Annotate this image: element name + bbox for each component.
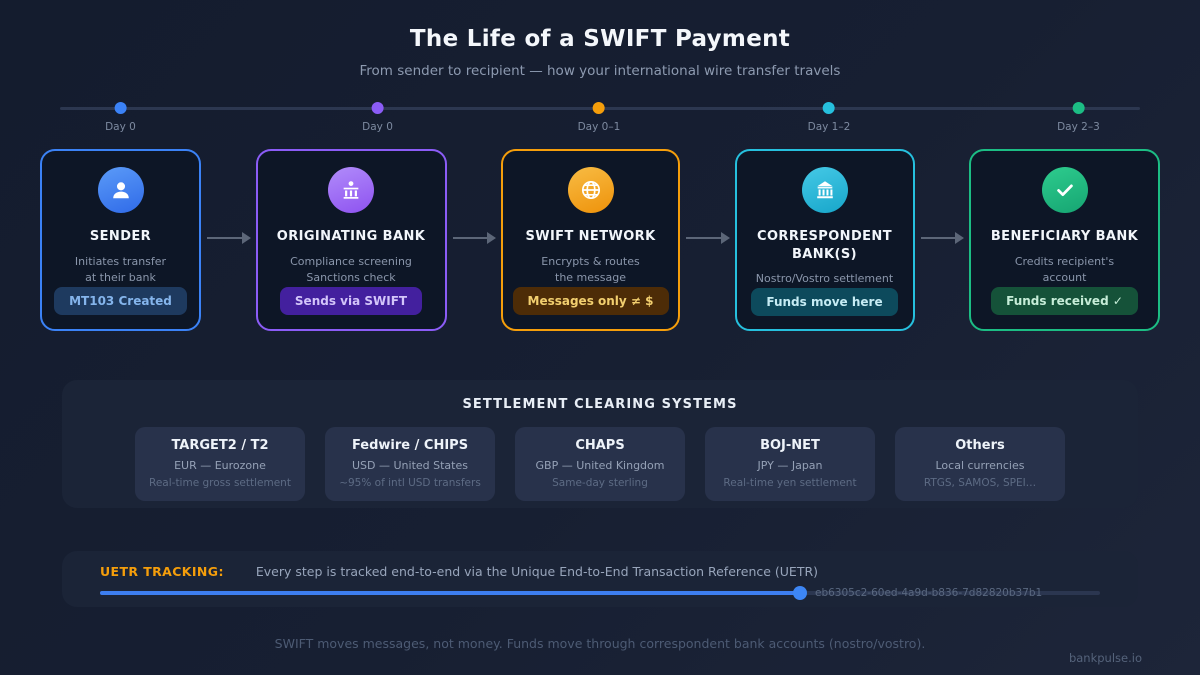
uetr-tracking-label: UETR TRACKING: [100,564,224,579]
clearing-system-currency: USD — United States [352,459,468,472]
timeline-day-label: Day 0 [362,121,393,133]
timeline-day-label: Day 2–3 [1057,121,1100,133]
clearing-system-name: BOJ-NET [760,438,820,453]
stage-card-correspondent-bank: CORRESPONDENT BANK(S) Nostro/Vostro sett… [734,149,915,331]
clearing-system-currency: JPY — Japan [757,459,823,472]
stage-card-sender: SENDER Initiates transfer at their bank … [40,149,201,331]
stage-badge: Messages only ≠ $ [512,286,669,315]
clearing-system-target2: TARGET2 / T2 EUR — Eurozone Real-time gr… [135,427,305,501]
stage-card-swift-network: SWIFT NETWORK Encrypts & routes the mess… [501,149,680,331]
user-icon [97,167,144,213]
timeline-dot [114,102,127,114]
clearing-system-currency: Local currencies [935,459,1025,472]
uetr-progress-bar: eb6305c2-60ed-4a9d-b836-7d82820b37b1 [100,586,1100,600]
footer-note: SWIFT moves messages, not money. Funds m… [274,636,926,651]
globe-icon [567,167,614,213]
page-title: The Life of a SWIFT Payment [409,26,791,52]
stage-description: Compliance screening Sanctions check [290,254,412,285]
timeline-day-label: Day 0 [105,121,136,133]
bank-icon [328,167,374,213]
timeline-stop-beneficiary-bank: Day 2–3 [1057,99,1100,133]
payment-flow: SENDER Initiates transfer at their bank … [40,149,1160,331]
timeline-dot [1072,102,1085,114]
clearing-system-currency: GBP — United Kingdom [535,459,665,472]
clearing-system-others: Others Local currencies RTGS, SAMOS, SPE… [895,427,1065,501]
stage-description: Initiates transfer at their bank [74,254,167,285]
timeline-stop-correspondent-bank: Day 1–2 [807,99,851,133]
page-header: The Life of a SWIFT Payment From sender … [0,0,1200,79]
clearing-system-name: Others [955,438,1005,453]
stage-title: ORIGINATING BANK [276,229,426,244]
clearing-system-note: ~95% of intl USD transfers [339,477,481,489]
uetr-progress-dot [793,586,807,600]
stage-badge: Sends via SWIFT [279,286,423,315]
clearing-systems-list: TARGET2 / T2 EUR — Eurozone Real-time gr… [62,427,1138,501]
stage-badge: Funds move here [751,287,898,316]
clearing-system-name: Fedwire / CHIPS [351,438,469,453]
clearing-system-note: Real-time yen settlement [723,477,857,489]
stage-card-originating-bank: ORIGINATING BANK Compliance screening Sa… [255,149,447,331]
clearing-system-note: Same-day sterling [552,477,648,489]
clearing-system-name: TARGET2 / T2 [171,438,269,453]
stage-description: Credits recipient's account [1014,254,1115,285]
timeline-stop-sender: Day 0 [105,99,136,133]
brand-watermark: bankpulse.io [1068,651,1142,665]
uetr-tracking-panel: UETR TRACKING: Every step is tracked end… [62,551,1138,607]
timeline-day-label: Day 0–1 [577,121,621,133]
timeline-dot [822,102,835,114]
stage-title: SENDER [89,229,152,244]
clearing-system-name: CHAPS [575,438,625,453]
uetr-progress-fill [100,591,800,595]
stage-title: SWIFT NETWORK [525,229,656,244]
timeline: Day 0 Day 0 Day 0–1 Day 1–2 Day 2–3 [60,99,1140,135]
flow-arrow [680,149,735,331]
uetr-tracking-text: Every step is tracked end-to-end via the… [255,564,819,579]
bank-columns-icon [801,167,848,213]
clearing-systems-heading: SETTLEMENT CLEARING SYSTEMS [462,397,738,412]
check-icon [1041,167,1088,213]
stage-badge: Funds received ✓ [991,286,1138,315]
flow-arrow [447,149,502,331]
page-subtitle: From sender to recipient — how your inte… [359,63,841,79]
stage-description: Encrypts & routes the message [541,254,640,285]
stage-badge: MT103 Created [54,286,187,315]
flow-arrow [201,149,256,331]
timeline-day-label: Day 1–2 [807,121,851,133]
timeline-stop-swift-network: Day 0–1 [577,99,621,133]
timeline-dot [592,102,605,114]
clearing-system-note: RTGS, SAMOS, SPEI… [923,477,1037,489]
stage-card-beneficiary-bank: BENEFICIARY BANK Credits recipient's acc… [969,149,1160,331]
flow-arrow [915,149,970,331]
timeline-dot [371,102,384,114]
clearing-system-currency: EUR — Eurozone [174,459,266,472]
stage-title: CORRESPONDENT BANK(S) [757,229,892,262]
stage-title: BENEFICIARY BANK [990,229,1139,244]
clearing-system-fedwire-chips: Fedwire / CHIPS USD — United States ~95%… [325,427,495,501]
uetr-reference-id: eb6305c2-60ed-4a9d-b836-7d82820b37b1 [815,587,1043,599]
clearing-system-boj-net: BOJ-NET JPY — Japan Real-time yen settle… [705,427,875,501]
stage-description: Nostro/Vostro settlement [755,272,894,286]
clearing-systems-panel: SETTLEMENT CLEARING SYSTEMS TARGET2 / T2… [62,380,1138,508]
timeline-stop-originating-bank: Day 0 [362,99,393,133]
clearing-system-chaps: CHAPS GBP — United Kingdom Same-day ster… [515,427,685,501]
clearing-system-note: Real-time gross settlement [149,477,291,489]
